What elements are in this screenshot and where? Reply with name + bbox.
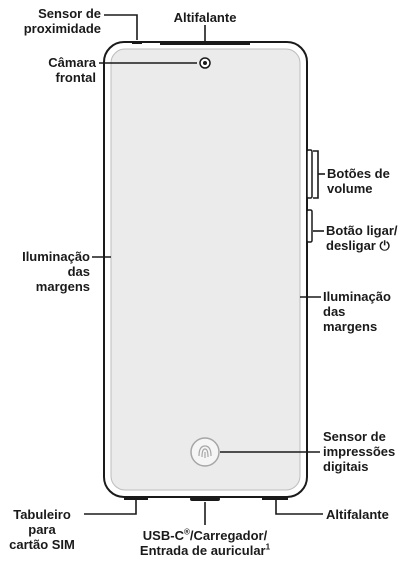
label-edge-lighting-right: Iluminação das margens — [323, 289, 391, 334]
label-front-camera: Câmara frontal — [48, 55, 96, 85]
bottom-speaker-slot — [262, 497, 288, 500]
label-power-button: Botão ligar/ desligar ⏻ — [326, 223, 398, 253]
power-button — [306, 209, 313, 243]
proximity-sensor-mark — [132, 42, 142, 44]
leader-lines — [84, 14, 325, 525]
label-proximity-sensor: Sensor de proximidade — [23, 6, 101, 36]
fingerprint-icon — [190, 437, 220, 467]
volume-buttons — [306, 149, 313, 199]
label-top-speaker: Altifalante — [173, 10, 237, 25]
usb-c-port — [190, 497, 220, 501]
sim-tray-slot — [124, 497, 148, 500]
label-edge-lighting-left: Iluminação das margens — [22, 249, 90, 294]
label-sim-tray: Tabuleiro para cartão SIM — [9, 507, 75, 552]
power-icon: ⏻ — [379, 238, 390, 253]
label-bottom-speaker: Altifalante — [326, 507, 389, 522]
label-volume-buttons: Botões de volume — [327, 166, 390, 196]
label-fingerprint-sensor: Sensor de impressões digitais — [323, 429, 396, 474]
phone-screen — [110, 48, 301, 491]
label-usb-c-charger: USB-C®/Carregador/ Entrada de auricular1 — [139, 527, 271, 558]
top-speaker-slot — [160, 42, 250, 45]
